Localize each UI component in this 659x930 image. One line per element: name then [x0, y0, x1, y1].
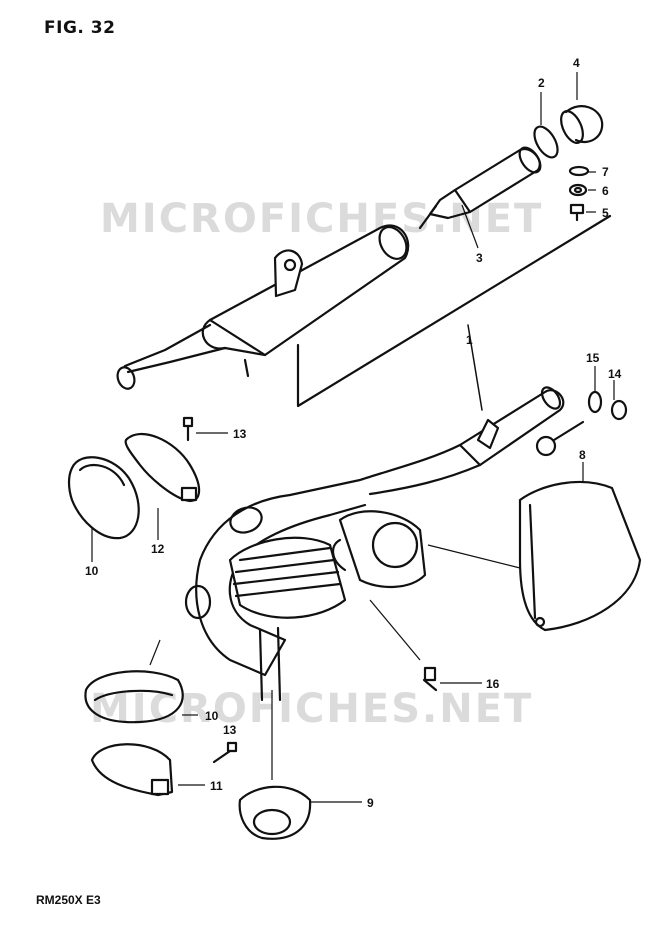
plug-ball [535, 420, 585, 457]
callout-12: 12 [151, 542, 165, 556]
muffler-assembly [116, 224, 410, 390]
washer-7 [568, 165, 590, 177]
callout-9: 9 [367, 796, 374, 810]
carburetor [332, 510, 427, 589]
callout-10-upper: 10 [85, 564, 99, 578]
washer-15 [587, 390, 603, 414]
cap-14 [610, 399, 628, 421]
clamp-12 [124, 432, 201, 503]
bolt-13-lower [212, 741, 238, 764]
end-cap-4 [560, 105, 604, 144]
callout-14: 14 [608, 367, 622, 381]
callout-1: 1 [466, 333, 473, 347]
tail-pipe [418, 146, 542, 230]
callout-15: 15 [586, 351, 600, 365]
side-cover-8 [518, 480, 642, 632]
model-code: RM250X E3 [36, 893, 101, 907]
bolt-13-upper [182, 416, 194, 442]
engine-cylinder [228, 536, 347, 702]
callout-8: 8 [579, 448, 586, 462]
callout-16: 16 [486, 677, 500, 691]
callout-6: 6 [602, 184, 609, 198]
callout-7: 7 [602, 165, 609, 179]
callout-10-lower: 10 [205, 709, 219, 723]
gasket-9 [238, 785, 312, 840]
spring-ring-10-lower [84, 670, 184, 724]
bolt-16 [422, 666, 438, 692]
callout-5: 5 [602, 206, 609, 220]
leader-part-1 [296, 214, 612, 408]
figure-title: FIG. 32 [44, 18, 116, 38]
callout-13-lower: 13 [223, 723, 237, 737]
ring-2 [533, 125, 559, 159]
callout-3: 3 [476, 251, 483, 265]
callout-11: 11 [210, 779, 223, 793]
expansion-chamber [184, 386, 565, 677]
callout-13-upper: 13 [233, 427, 247, 441]
spring-ring-10-upper [67, 456, 140, 540]
callout-2: 2 [538, 76, 545, 90]
clamp-11 [90, 743, 174, 797]
callout-4: 4 [573, 56, 580, 70]
washer-6 [568, 183, 588, 197]
bolt-5 [569, 203, 585, 222]
